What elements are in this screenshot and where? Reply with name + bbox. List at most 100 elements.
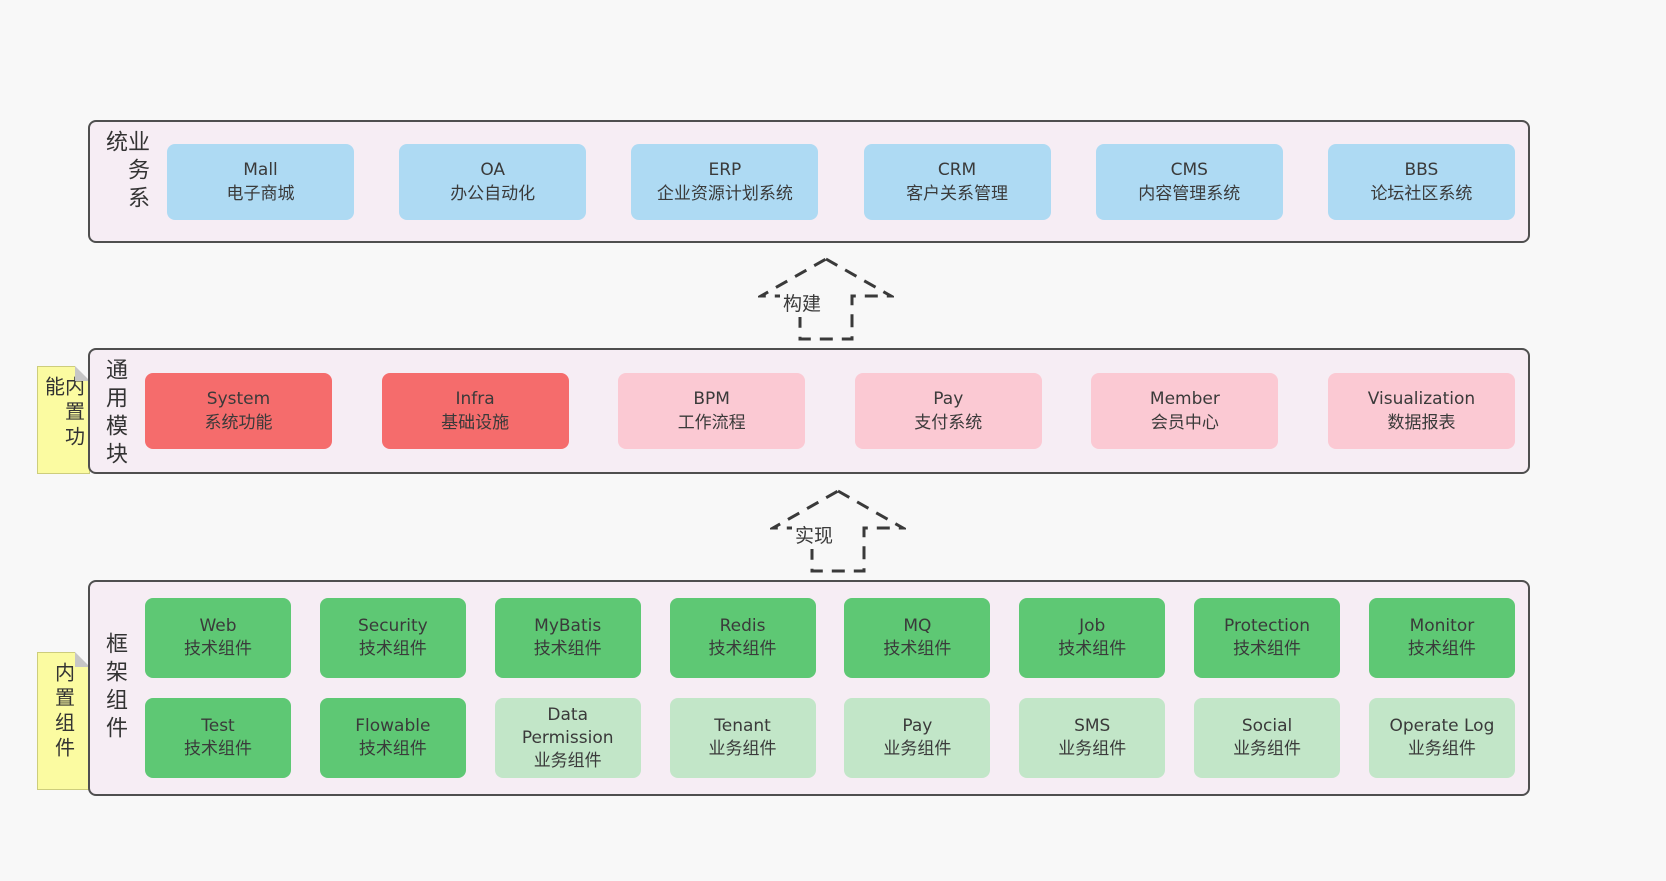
implement-arrow-label: 实现 (792, 524, 837, 549)
box-title: ERP (708, 159, 742, 180)
box-title: MQ (903, 616, 932, 636)
box-subtitle: 技术组件 (533, 639, 602, 659)
box-title: BPM (693, 389, 730, 409)
box-subtitle: 内容管理系统 (1138, 183, 1241, 204)
box-bbs: BBS 论坛社区系统 (1327, 143, 1515, 220)
box-subtitle: 技术组件 (358, 639, 427, 659)
box-subtitle: 支付系统 (914, 413, 983, 433)
box-title: Operate Log (1389, 716, 1495, 736)
box-title: Monitor (1409, 616, 1475, 636)
up-block-arrow-icon (770, 489, 906, 573)
box-subtitle: 技术组件 (1233, 639, 1302, 659)
framework-components-grid: Web 技术组件 Security 技术组件 MyBatis 技术组件 Redi… (125, 582, 1528, 794)
box-subtitle: 电子商城 (226, 183, 295, 204)
box-title: Infra (455, 389, 495, 409)
box-subtitle: 业务组件 (1407, 739, 1476, 759)
box-social: Social 业务组件 (1194, 698, 1341, 778)
box-cms: CMS 内容管理系统 (1095, 143, 1283, 220)
box-visualization: Visualization 数据报表 (1327, 373, 1515, 449)
box-job: Job 技术组件 (1019, 598, 1166, 678)
box-title: Data Permission (521, 704, 614, 748)
box-crm: CRM 客户关系管理 (863, 143, 1051, 220)
box-member: Member 会员中心 (1091, 373, 1279, 449)
sticky-fold-icon (75, 652, 90, 667)
box-subtitle: 业务组件 (1058, 739, 1127, 759)
sticky-label: 内置组件 (51, 662, 76, 762)
box-pay-module: Pay 支付系统 (854, 373, 1042, 449)
sticky-label: 内置功能 (41, 376, 86, 451)
box-title: Pay (902, 716, 933, 736)
box-monitor: Monitor 技术组件 (1368, 598, 1515, 678)
box-subtitle: 技术组件 (358, 739, 427, 759)
business-systems-panel: 业务系统 Mall 电子商城 OA 办公自动化 ERP 企业资源计划系统 CRM… (88, 120, 1530, 243)
box-subtitle: 业务组件 (1233, 739, 1302, 759)
section-label-common-modules: 通用模块 (102, 358, 127, 470)
section-label-framework-components: 框架组件 (102, 632, 127, 744)
box-title: SMS (1074, 716, 1111, 736)
box-title: BBS (1404, 159, 1439, 180)
box-mq: MQ 技术组件 (844, 598, 991, 678)
sticky-built-in-features: 内置功能 (37, 366, 90, 474)
box-subtitle: 业务组件 (708, 739, 777, 759)
box-test: Test 技术组件 (145, 698, 291, 778)
up-block-arrow-icon (758, 257, 894, 341)
box-subtitle: 会员中心 (1150, 413, 1219, 433)
box-operate-log: Operate Log 业务组件 (1368, 698, 1515, 778)
tech-components-row: Web 技术组件 Security 技术组件 MyBatis 技术组件 Redi… (145, 598, 1515, 678)
box-subtitle: 技术组件 (184, 739, 252, 759)
box-infra: Infra 基础设施 (381, 373, 569, 449)
section-label-business-systems: 业务系统 (102, 130, 149, 214)
box-title: MyBatis (534, 616, 602, 636)
box-mybatis: MyBatis 技术组件 (494, 598, 641, 678)
box-subtitle: 系统功能 (204, 413, 273, 433)
box-title: Member (1149, 389, 1220, 409)
box-title: Visualization (1367, 389, 1476, 409)
box-erp: ERP 企业资源计划系统 (631, 143, 819, 220)
box-mall: Mall 电子商城 (167, 143, 354, 220)
box-pay-component: Pay 业务组件 (844, 698, 991, 778)
box-redis: Redis 技术组件 (669, 598, 816, 678)
box-bpm: BPM 工作流程 (618, 373, 806, 449)
box-subtitle: 办公自动化 (450, 183, 536, 204)
box-title: CMS (1170, 159, 1208, 180)
box-web: Web 技术组件 (145, 598, 291, 678)
business-components-row: Test 技术组件 Flowable 技术组件 Data Permission … (145, 698, 1515, 778)
box-subtitle: 论坛社区系统 (1370, 183, 1473, 204)
box-title: Flowable (355, 716, 431, 736)
box-subtitle: 数据报表 (1387, 413, 1456, 433)
box-title: Tenant (714, 716, 771, 736)
box-flowable: Flowable 技术组件 (319, 698, 466, 778)
box-subtitle: 技术组件 (1407, 639, 1476, 659)
box-subtitle: 基础设施 (441, 413, 510, 433)
box-protection: Protection 技术组件 (1194, 598, 1341, 678)
box-subtitle: 业务组件 (883, 739, 952, 759)
sticky-built-in-components: 内置组件 (37, 652, 90, 790)
business-systems-row: Mall 电子商城 OA 办公自动化 ERP 企业资源计划系统 CRM 客户关系… (147, 122, 1528, 241)
box-subtitle: 工作流程 (677, 413, 746, 433)
box-title: Redis (719, 616, 766, 636)
box-subtitle: 技术组件 (883, 639, 952, 659)
box-title: Security (357, 616, 428, 636)
box-title: Web (199, 616, 237, 636)
box-data-permission: Data Permission 业务组件 (494, 698, 641, 778)
box-subtitle: 技术组件 (184, 639, 252, 659)
box-subtitle: 业务组件 (533, 750, 602, 771)
build-arrow-label: 构建 (780, 292, 825, 317)
sticky-fold-icon (75, 366, 90, 381)
common-modules-row: System 系统功能 Infra 基础设施 BPM 工作流程 Pay 支付系统… (125, 350, 1528, 472)
box-title: Social (1241, 716, 1293, 736)
common-modules-panel: 通用模块 System 系统功能 Infra 基础设施 BPM 工作流程 Pay… (88, 348, 1530, 474)
implement-arrow: 实现 (770, 488, 906, 574)
box-title: Job (1079, 616, 1106, 636)
box-title: Protection (1224, 616, 1311, 636)
box-title: Pay (933, 389, 964, 409)
box-tenant: Tenant 业务组件 (669, 698, 816, 778)
box-security: Security 技术组件 (319, 598, 466, 678)
build-arrow: 构建 (758, 256, 894, 342)
box-title: Mall (243, 159, 278, 180)
box-title: Test (201, 716, 235, 736)
box-subtitle: 技术组件 (1058, 639, 1127, 659)
box-title: System (206, 389, 271, 409)
box-subtitle: 技术组件 (708, 639, 777, 659)
box-oa: OA 办公自动化 (399, 143, 587, 220)
